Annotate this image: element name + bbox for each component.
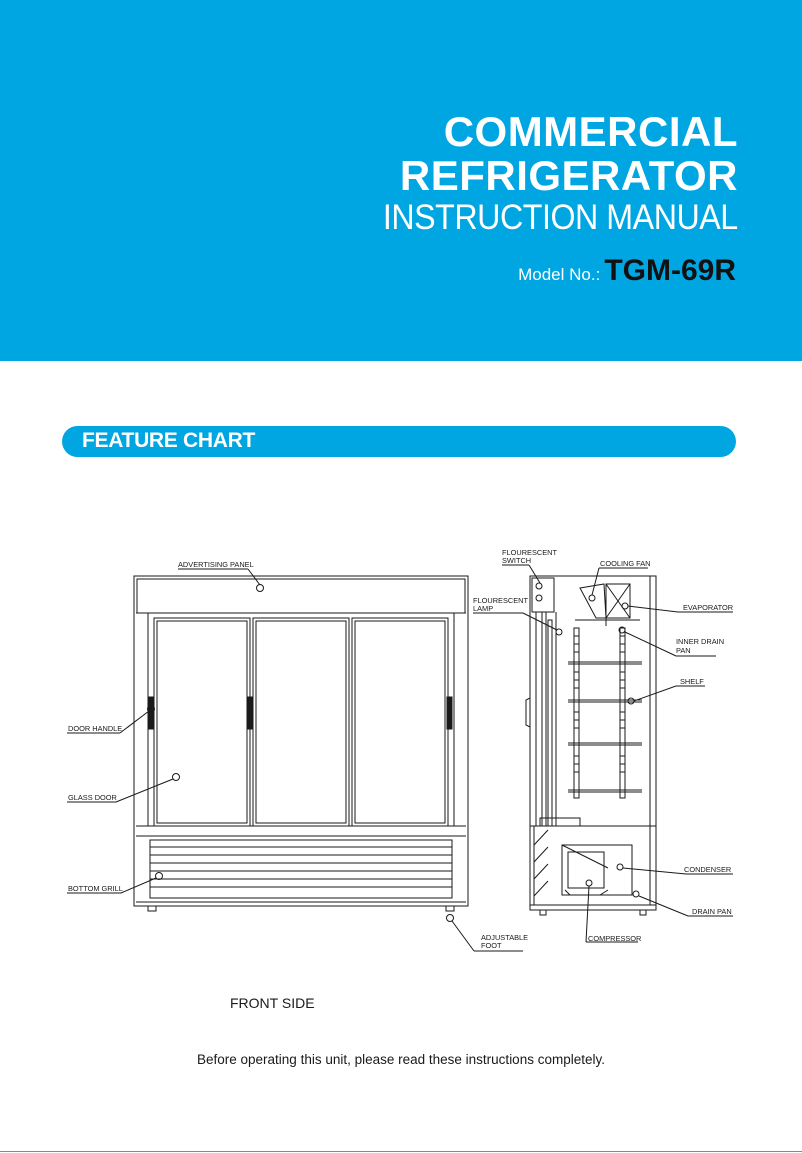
label-flourescent-lamp-line1: FLOURESCENT [473,596,529,605]
label-drain-pan: DRAIN PAN [692,907,732,916]
front-view-cabinet [133,575,469,912]
feature-chart-heading: FEATURE CHART [82,429,256,452]
title-line-refrigerator: REFRIGERATOR [399,152,738,199]
label-inner-drain-pan-line1: INNER DRAIN [676,637,724,646]
label-evaporator: EVAPORATOR [683,603,733,612]
manual-title: COMMERCIAL REFRIGERATOR INSTRUCTION MANU… [352,110,738,238]
label-flourescent-switch-line1: FLOURESCENT [502,548,558,557]
model-label: Model No.: [518,265,601,284]
feature-diagram: ADVERTISING PANEL DOOR HANDLE GLASS DOOR… [67,548,733,952]
label-glass-door: GLASS DOOR [68,793,117,802]
label-adjustable-foot-line1: ADJUSTABLE [481,933,528,942]
label-flourescent-lamp-line2: LAMP [473,604,493,613]
label-adjustable-foot-line2: FOOT [481,941,502,950]
label-advertising-panel: ADVERTISING PANEL [178,560,254,569]
label-cooling-fan: COOLING FAN [600,559,651,568]
side-view-cabinet [473,564,733,943]
shelf-rail-slots [574,635,625,773]
title-line-commercial: COMMERCIAL [443,108,738,155]
model-number-line: Model No.:TGM-69R [518,254,736,288]
front-side-caption: FRONT SIDE [230,995,315,1011]
label-inner-drain-pan-line2: PAN [676,646,691,655]
read-instructions-notice: Before operating this unit, please read … [197,1052,605,1067]
title-line-instruction-manual: INSTRUCTION MANUAL [383,198,738,237]
label-compressor: COMPRESSOR [588,934,641,943]
label-flourescent-switch-line2: SWITCH [502,556,531,565]
cover-banner: COMMERCIAL REFRIGERATOR INSTRUCTION MANU… [0,0,802,361]
label-condenser: CONDENSER [684,865,731,874]
label-bottom-grill: BOTTOM GRILL [68,884,123,893]
label-door-handle: DOOR HANDLE [68,724,122,733]
model-number: TGM-69R [604,254,736,287]
door-handles [147,696,453,730]
label-shelf: SHELF [680,677,704,686]
page-bottom-rule [0,1151,802,1152]
feature-chart-heading-bar: FEATURE CHART [62,426,736,457]
